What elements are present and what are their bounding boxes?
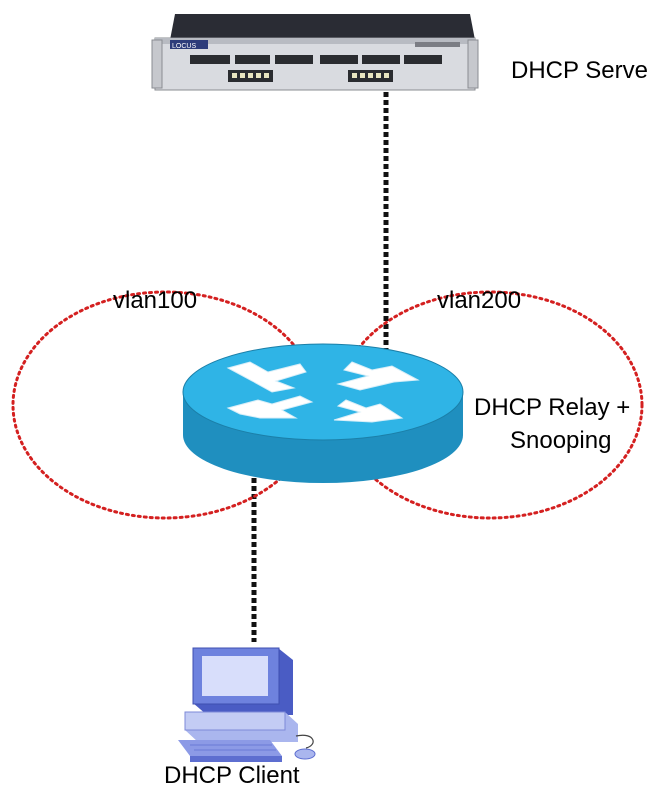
relay-snooping-label-line1: DHCP Relay + [474,394,631,421]
vlan200-ellipse [336,290,644,520]
vlan100-label: vlan100 [113,287,198,314]
vlan200-label: vlan200 [437,287,522,314]
server-brand-text: LOCUS [172,43,196,50]
dhcp-client-label: DHCP Client [164,762,300,789]
rack-server-icon: LOCUS [151,14,479,91]
desktop-computer-icon [178,647,316,762]
router-icon [182,343,464,483]
dhcp-server-label: DHCP Serve [511,57,648,84]
relay-snooping-label-line2: Snooping [510,427,612,454]
